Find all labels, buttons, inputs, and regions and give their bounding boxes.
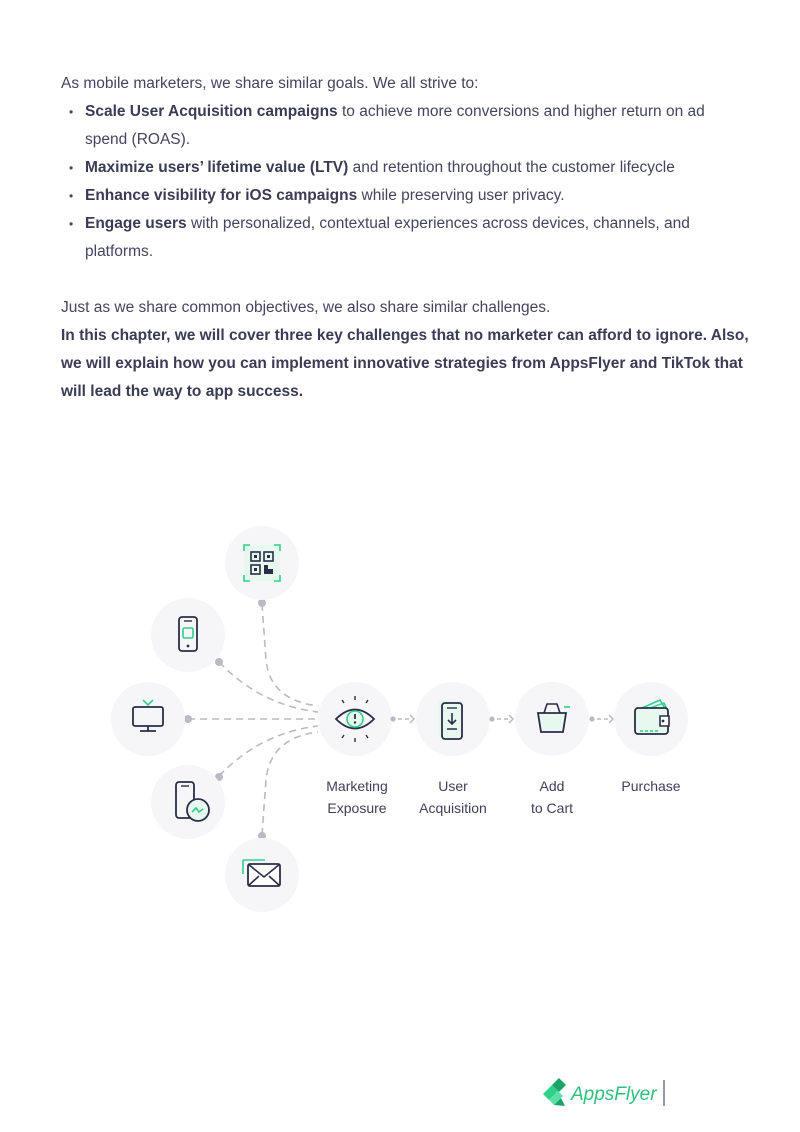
step-label-line: Add [539, 778, 565, 794]
wallet-icon [614, 682, 688, 756]
connector-phone [218, 661, 319, 713]
connector-dots [184, 599, 266, 840]
download-phone-icon [416, 682, 490, 756]
step-label-line: User [438, 778, 468, 794]
connector-payment [218, 725, 319, 777]
connector-email [261, 731, 319, 836]
list-item: Engage users with personalized, contextu… [69, 210, 741, 266]
step-label-line: Acquisition [419, 800, 487, 816]
challenges-plain: Just as we share common objectives, we a… [61, 299, 551, 316]
step-label-line: Exposure [327, 800, 387, 816]
bullet-text: while preserving user privacy. [357, 187, 565, 204]
step-label-user-acquisition: User Acquisition [403, 775, 503, 819]
bullet-bold: Maximize users’ lifetime value (LTV) [85, 159, 349, 176]
smartphone-icon [151, 598, 225, 672]
list-item: Enhance visibility for iOS campaigns whi… [69, 182, 741, 210]
qr-code-icon [225, 526, 299, 600]
arrow-connector [390, 714, 416, 724]
envelope-icon [225, 838, 299, 912]
intro-section: As mobile marketers, we share similar go… [61, 70, 741, 266]
step-label-line: to Cart [530, 800, 573, 816]
step-label-add-to-cart: Add to Cart [502, 775, 602, 819]
eye-icon [318, 682, 392, 756]
bullet-text: to achieve more conversions and higher r… [85, 103, 705, 148]
arrow-connector [589, 714, 615, 724]
challenges-paragraph: Just as we share common objectives, we a… [61, 294, 751, 406]
list-item: Maximize users’ lifetime value (LTV) and… [69, 154, 741, 182]
step-label-line: Marketing [326, 778, 388, 794]
challenges-bold: In this chapter, we will cover three key… [61, 327, 749, 400]
channel-connectors [188, 603, 319, 836]
connector-qr [261, 603, 319, 707]
intro-lead: As mobile marketers, we share similar go… [61, 75, 479, 92]
step-label-marketing-exposure: Marketing Exposure [307, 775, 407, 819]
list-item: Scale User Acquisition campaigns to achi… [69, 98, 741, 154]
basket-icon [515, 682, 589, 756]
goals-list: Scale User Acquisition campaigns to achi… [69, 98, 741, 266]
tv-icon [111, 682, 185, 756]
bullet-text: with personalized, contextual experience… [85, 215, 690, 260]
phone-payment-icon [151, 765, 225, 839]
bullet-bold: Engage users [85, 215, 187, 232]
step-label-line: Purchase [621, 778, 681, 794]
bullet-bold: Scale User Acquisition campaigns [85, 103, 338, 120]
arrow-connector [489, 714, 515, 724]
bullet-text: and retention throughout the customer li… [348, 159, 675, 176]
appsflyer-logo-text: AppsFlyer [570, 1084, 657, 1105]
appsflyer-logo-mark [543, 1078, 566, 1106]
appsflyer-logo: AppsFlyer [543, 1078, 665, 1106]
step-label-purchase: Purchase [601, 775, 701, 797]
bullet-bold: Enhance visibility for iOS campaigns [85, 187, 358, 204]
